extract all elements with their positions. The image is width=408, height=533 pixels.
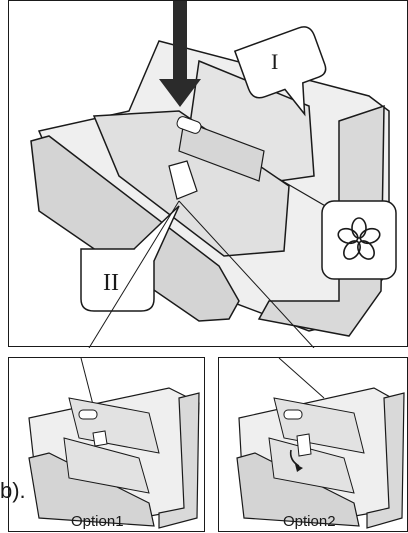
option1-frame: Option1 — [8, 357, 205, 532]
option1-illustration — [28, 358, 200, 529]
compartment-one-label: I — [271, 49, 278, 74]
side-text-fragment: b). — [0, 478, 26, 503]
option2-caption: Option2 — [283, 513, 336, 530]
flower-icon — [337, 217, 381, 260]
down-arrow-icon — [159, 1, 201, 107]
softener-callout — [321, 200, 397, 280]
detergent-drawer-illustration: I II — [30, 1, 397, 348]
softener-compartment — [178, 120, 265, 182]
option2-frame: Option2 — [218, 357, 408, 532]
rotate-arrow-icon — [295, 464, 303, 472]
main-illustration-frame: I II — [8, 0, 408, 348]
max-level-marker — [176, 116, 202, 134]
drawer-front-panel — [30, 135, 240, 322]
compartment-two-label: II — [103, 270, 119, 296]
compartment-flap — [168, 160, 198, 200]
callout-one — [233, 26, 327, 117]
option2-illustration — [236, 358, 405, 529]
option1-caption: Option1 — [71, 513, 124, 530]
